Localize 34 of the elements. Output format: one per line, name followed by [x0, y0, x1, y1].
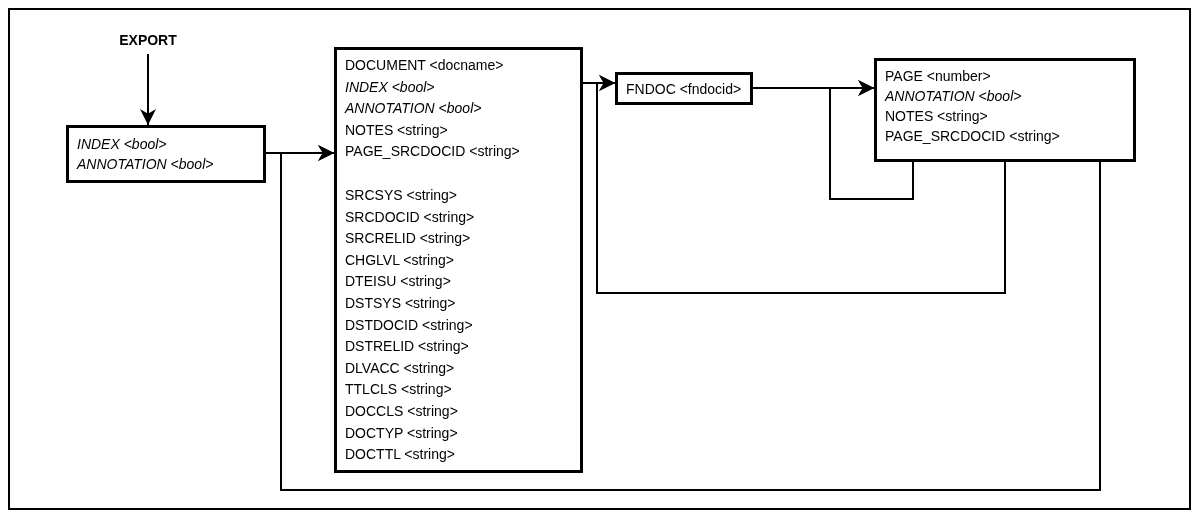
option-text: ANNOTATION <bool>: [345, 99, 483, 119]
option-text: DSTSYS <string>: [345, 293, 457, 313]
option-text: NOTES <string>: [345, 120, 449, 140]
option-text: SRCRELID <string>: [345, 229, 472, 249]
option-text: INDEX <bool>: [77, 135, 168, 154]
option-text: NOTES <string>: [885, 107, 989, 126]
option-box: [334, 47, 583, 473]
keyword-label: EXPORT: [119, 31, 177, 50]
option-text: PAGE <number>: [885, 67, 992, 86]
arrow: [280, 145, 1101, 491]
option-text: DOCCLS <string>: [345, 401, 459, 421]
option-text: PAGE_SRCDOCID <string>: [885, 127, 1061, 146]
option-text: INDEX <bool>: [345, 77, 436, 97]
option-text: DOCUMENT <docname>: [345, 56, 505, 75]
option-text: DOCTYP <string>: [345, 423, 459, 443]
option-text: TTLCLS <string>: [345, 380, 453, 400]
option-text: CHGLVL <string>: [345, 250, 455, 270]
arrow: [596, 75, 1006, 294]
arrow: [829, 80, 914, 200]
option-box: [615, 72, 753, 105]
option-text: ANNOTATION <bool>: [77, 155, 215, 174]
option-text: DLVACC <string>: [345, 358, 456, 378]
option-text: ANNOTATION <bool>: [885, 87, 1023, 106]
option-box: [66, 125, 266, 183]
option-text: DSTRELID <string>: [345, 337, 470, 357]
arrow: [140, 53, 156, 126]
option-text: FNDOC <fndocid>: [626, 79, 742, 99]
option-text: PAGE_SRCDOCID <string>: [345, 142, 521, 162]
option-box: [874, 58, 1136, 162]
option-text: DOCTTL <string>: [345, 445, 456, 465]
option-text: DTEISU <string>: [345, 272, 452, 292]
option-text: SRCSYS <string>: [345, 185, 459, 205]
option-text: DSTDOCID <string>: [345, 315, 474, 335]
option-text: SRCDOCID <string>: [345, 207, 476, 227]
